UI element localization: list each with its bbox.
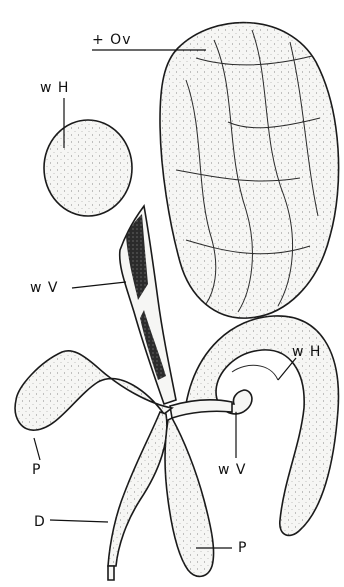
- leader-d: [50, 520, 108, 522]
- vesicle-wh-top: [44, 120, 132, 216]
- duct-d: [108, 412, 167, 580]
- label-d: D: [34, 514, 46, 530]
- duct-wv-central: [120, 206, 176, 404]
- label-wh-top: w H: [40, 80, 69, 96]
- label-wv-right: w V: [218, 462, 246, 478]
- tube-p-left: [15, 351, 172, 430]
- label-ovary: + Ov: [92, 32, 132, 48]
- label-p-bottom: P: [238, 540, 247, 556]
- leader-p-left: [34, 438, 40, 460]
- leader-wv-left: [72, 282, 126, 288]
- tube-p-bottom: [165, 418, 214, 576]
- leader-wh-right: [278, 358, 296, 380]
- label-p-left: P: [32, 462, 41, 478]
- connecting-tube: [170, 400, 232, 418]
- label-wh-right: w H: [292, 344, 321, 360]
- label-wv-left: w V: [30, 280, 58, 296]
- ovary: [160, 23, 339, 319]
